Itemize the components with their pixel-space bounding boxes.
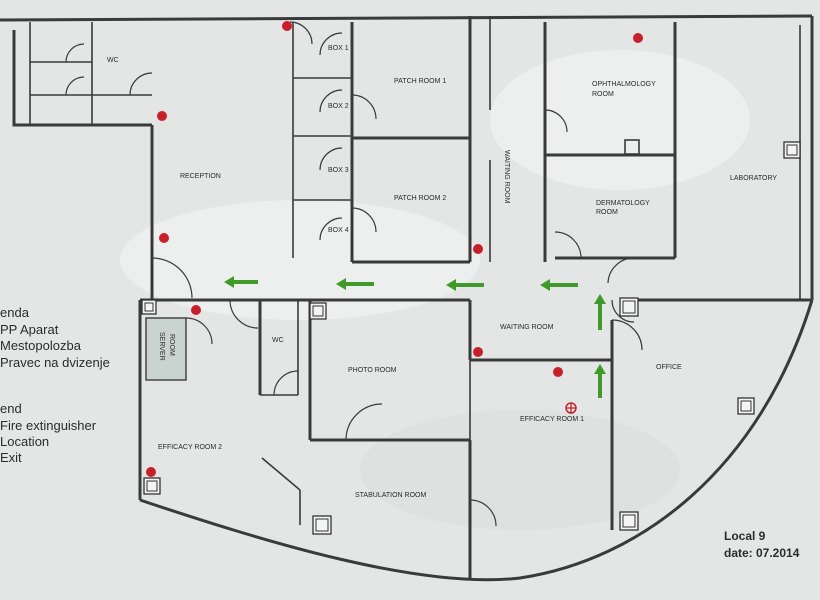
pillar — [309, 302, 327, 320]
fire-extinguisher-dot-icon — [146, 467, 156, 477]
legend-local-item: PP Aparat — [0, 322, 59, 337]
box1-label: BOX 1 — [328, 45, 349, 52]
outer-walls — [0, 14, 814, 582]
waiting-corridor: WAITING ROOM — [489, 16, 568, 262]
waiting-room-vertical-label: WAITING ROOM — [503, 150, 510, 204]
fire-extinguishers — [146, 21, 643, 477]
exit-arrows — [224, 276, 606, 398]
glare — [120, 50, 750, 530]
box4-label: BOX 4 — [328, 227, 349, 234]
pillars — [141, 141, 801, 535]
wc-mid-label: WC — [272, 337, 284, 344]
pillar — [737, 397, 755, 415]
lower-left-rooms: SERVER ROOM WC PHOTO ROOM EFFICACY ROOM … — [145, 300, 497, 578]
legend-local-heading: enda — [0, 305, 30, 320]
location-crosshair-icon — [565, 402, 577, 414]
pillar — [619, 297, 639, 317]
waiting-room-label: WAITING ROOM — [500, 324, 554, 331]
photo-room-label: PHOTO ROOM — [348, 367, 397, 374]
box-area: BOX 1 BOX 2 BOX 3 BOX 4 PATCH ROOM 1 PAT… — [289, 16, 472, 264]
server-room-box — [145, 317, 187, 381]
legend-local: enda PP Aparat Mestopolozba Pravec na dv… — [0, 305, 110, 370]
fire-extinguisher-dot-icon — [157, 111, 167, 121]
pillar — [619, 511, 639, 531]
server-room-label-2: ROOM — [168, 334, 175, 356]
box3-label: BOX 3 — [328, 167, 349, 174]
fire-extinguisher-dot-icon — [191, 305, 201, 315]
exit-arrow-icon — [224, 276, 258, 288]
legend-en-item: Fire extinguisher — [0, 418, 97, 433]
lower-right-rooms: WAITING ROOM OFFICE EFFICACY ROOM 1 — [470, 299, 682, 530]
exit-arrow-icon — [540, 279, 578, 291]
fire-extinguisher-dot-icon — [159, 233, 169, 243]
footer: Local 9 date: 07.2014 — [724, 529, 800, 560]
plan-date: date: 07.2014 — [724, 546, 800, 560]
exit-arrow-icon — [594, 364, 606, 398]
east-wing: OPHTHALMOLOGY ROOM DERMATOLOGY ROOM LABO… — [545, 22, 801, 300]
legend-local-item: Mestopolozba — [0, 338, 82, 353]
legend-local-item: Pravec na dvizenje — [0, 355, 110, 370]
legend-en-heading: end — [0, 401, 22, 416]
exit-arrow-icon — [336, 278, 374, 290]
pillar — [141, 299, 157, 315]
local-number: Local 9 — [724, 529, 766, 543]
pillar — [783, 141, 801, 159]
box2-label: BOX 2 — [328, 103, 349, 110]
legend-en-item: Location — [0, 434, 49, 449]
office-label: OFFICE — [656, 364, 682, 371]
dermatology-label-2: ROOM — [596, 209, 618, 216]
fire-extinguisher-dot-icon — [473, 244, 483, 254]
stabulation-room-label: STABULATION ROOM — [355, 492, 426, 499]
pillar — [312, 515, 332, 535]
fire-extinguisher-dot-icon — [282, 21, 292, 31]
reception-label: RECEPTION — [180, 173, 221, 180]
laboratory-label: LABORATORY — [730, 175, 777, 182]
fire-extinguisher-dot-icon — [473, 347, 483, 357]
ophthalmology-label-1: OPHTHALMOLOGY — [592, 81, 656, 88]
patch-room-1-label: PATCH ROOM 1 — [394, 78, 446, 85]
dermatology-label-1: DERMATOLOGY — [596, 200, 650, 207]
server-room-label: SERVER — [158, 332, 165, 361]
fire-extinguisher-dot-icon — [633, 33, 643, 43]
ophthalmology-label-2: ROOM — [592, 91, 614, 98]
efficacy-room-2-label: EFFICACY ROOM 2 — [158, 444, 222, 451]
efficacy-room-1-label: EFFICACY ROOM 1 — [520, 416, 584, 423]
legend-en-item: Exit — [0, 450, 22, 465]
patch-room-2-label: PATCH ROOM 2 — [394, 195, 446, 202]
exit-arrow-icon — [594, 294, 606, 330]
pillar — [143, 477, 161, 495]
wc-top-label: WC — [107, 57, 119, 64]
wc-top-area: WC — [29, 22, 153, 125]
legend-en: end Fire extinguisher Location Exit — [0, 401, 97, 465]
exit-arrow-icon — [446, 279, 484, 291]
fire-extinguisher-dot-icon — [553, 367, 563, 377]
